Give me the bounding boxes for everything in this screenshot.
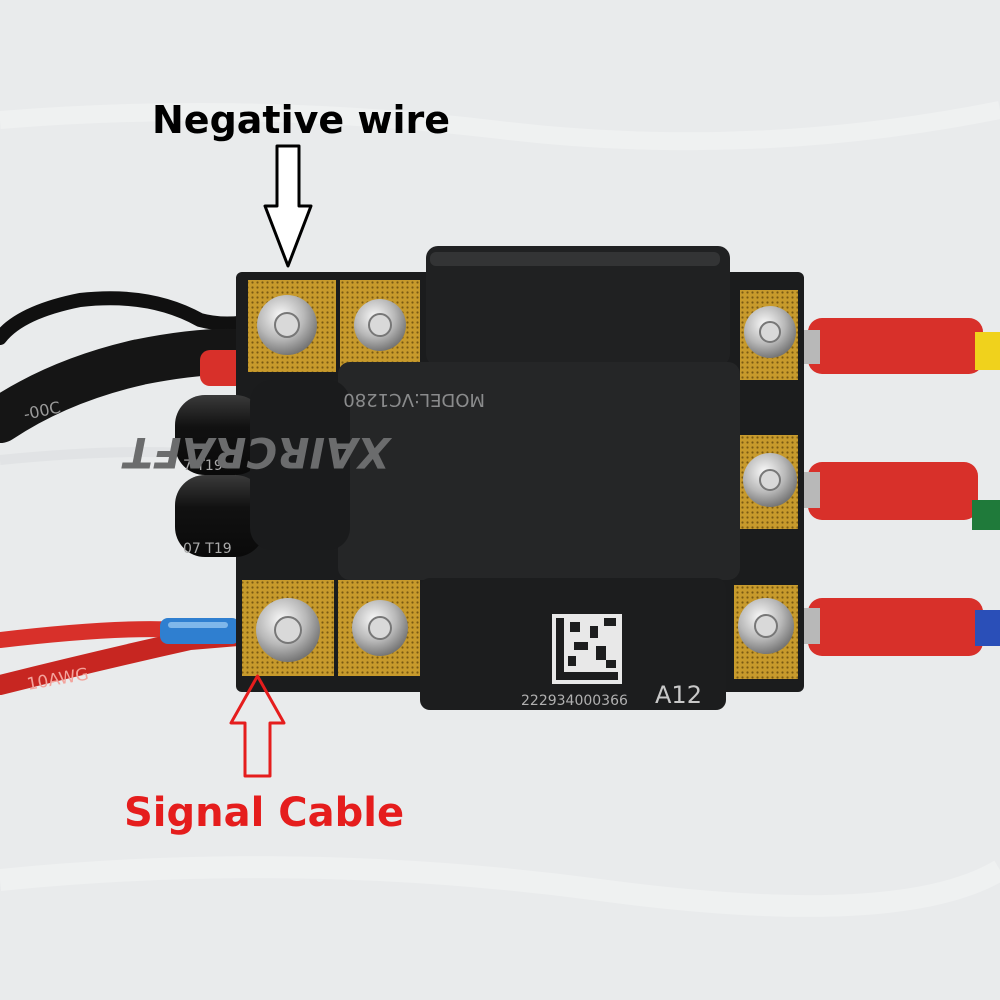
capacitor-top-print: 7 T19 xyxy=(183,458,223,474)
signal-cable-label: Signal Cable xyxy=(124,790,405,836)
black-negative-wire xyxy=(0,291,269,345)
blue-sleeve xyxy=(160,618,240,644)
model-print: MODEL:VC1280 xyxy=(343,389,485,410)
terminal-bolts xyxy=(256,295,797,662)
right-wires xyxy=(800,318,1000,656)
variant-label: A12 xyxy=(655,681,702,709)
signal-arrow-icon xyxy=(229,674,286,778)
blue-sleeve-highlight xyxy=(168,622,228,628)
negative-arrow-icon xyxy=(263,144,313,268)
module-housing xyxy=(250,246,740,710)
serial-number: 222934000366 xyxy=(521,693,628,709)
capacitor-bottom-print: 07 T19 xyxy=(183,541,232,557)
brand-print: XAIRCRAFT xyxy=(121,428,393,477)
negative-wire-label: Negative wire xyxy=(152,98,451,142)
capacitors: 7 T19 07 T19 xyxy=(175,395,265,557)
data-matrix-code xyxy=(552,614,622,684)
